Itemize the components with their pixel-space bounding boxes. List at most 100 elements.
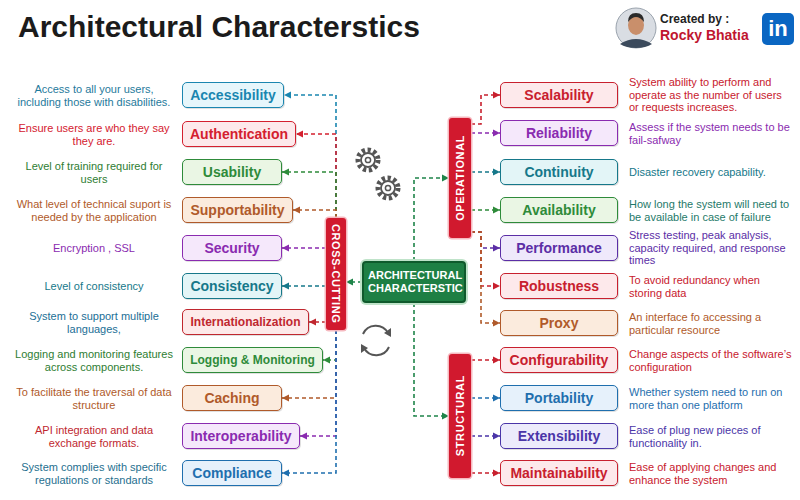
arrow-head — [282, 395, 289, 402]
characteristic-description: Access to all your users, including thos… — [13, 83, 175, 108]
dashed-connector — [414, 303, 449, 420]
characteristic-name: Extensibility — [518, 428, 600, 444]
characteristic-box: PortabilityWhether system need to run on… — [500, 385, 618, 411]
characteristic-description: To avoid redundancy when storing data — [629, 274, 793, 299]
connector-line — [300, 330, 336, 436]
dashed-connector — [471, 232, 500, 327]
characteristic-description: Change aspects of the software’s configu… — [629, 348, 793, 373]
characteristic-box: MaintainabilityEase of applying changes … — [500, 460, 618, 486]
dashed-connector — [471, 207, 500, 214]
characteristic-box: AuthenticationEnsure users are who they … — [182, 121, 296, 147]
characteristic-description: System to support multiple languages, — [13, 310, 175, 335]
characteristic-name: Compliance — [192, 465, 271, 481]
characteristic-description: Level of training required for users — [13, 160, 175, 185]
characteristic-box: ExtensibilityEase of plug new pieces of … — [500, 423, 618, 449]
characteristic-name: Maintainability — [510, 465, 607, 481]
arrow-head — [493, 283, 500, 290]
characteristic-box: RobustnessTo avoid redundancy when stori… — [500, 273, 618, 299]
characteristic-name: Internationalization — [190, 315, 300, 329]
characteristic-box: SecurityEncryption , SSL — [182, 235, 282, 261]
dashed-connector — [296, 131, 336, 219]
arrow-head — [282, 245, 289, 252]
hub-box: ARCHITECTURAL CHARACTERSTIC — [362, 261, 466, 303]
dashed-connector — [471, 130, 500, 137]
characteristic-box: AccessibilityAccess to all your users, i… — [182, 82, 284, 108]
characteristic-name: Continuity — [524, 164, 593, 180]
arrow-head — [493, 92, 500, 99]
connector-line — [323, 330, 336, 360]
credit-label: Created by : — [660, 12, 729, 26]
category-band: STRUCTURAL — [449, 354, 471, 478]
characteristic-name: Interoperability — [190, 428, 291, 444]
characteristic-description: What level of technical suport is needed… — [13, 198, 175, 223]
dashed-connector — [471, 470, 500, 477]
arrow-head — [493, 207, 500, 214]
characteristic-box: ConsistencyLevel of consistency — [182, 273, 282, 299]
arrow-head — [300, 433, 307, 440]
arrow-head — [493, 357, 500, 364]
arrow-head — [493, 395, 500, 402]
dashed-connector — [471, 232, 500, 252]
characteristic-name: Accessibility — [190, 87, 276, 103]
dashed-connector — [293, 207, 336, 219]
category-band: OPERATIONAL — [449, 118, 471, 238]
dashed-connector — [471, 433, 500, 440]
connector-line — [471, 232, 500, 286]
connector-line — [471, 95, 500, 124]
arrow-head — [493, 320, 500, 327]
arrow-head — [493, 470, 500, 477]
characteristic-description: Disaster recovery capability. — [629, 166, 793, 179]
connector-line — [414, 303, 449, 416]
dashed-connector — [471, 232, 500, 290]
characteristic-description: Level of consistency — [13, 280, 175, 293]
page-title: Architectural Characterstics — [18, 10, 420, 44]
characteristic-box: ScalabilitySystem ability to perform and… — [500, 82, 618, 108]
characteristic-description: API integration and data exchange format… — [13, 424, 175, 449]
characteristic-box: UsabilityLevel of training required for … — [182, 159, 282, 185]
characteristic-description: System complies with specific regulation… — [13, 461, 175, 486]
characteristic-box: Logging & MonitoringLogging and monitori… — [182, 347, 323, 373]
dashed-connector — [282, 283, 326, 290]
band-label: OPERATIONAL — [454, 135, 466, 221]
arrow-head — [284, 92, 291, 99]
arrow-head — [293, 207, 300, 214]
characteristic-name: Proxy — [540, 315, 579, 331]
arrow-head — [282, 283, 289, 290]
dashed-connector — [323, 330, 336, 364]
characteristic-box: ComplianceSystem complies with specific … — [182, 460, 282, 486]
connector-line — [414, 178, 449, 261]
arrow-head — [346, 279, 353, 286]
characteristic-name: Availability — [522, 202, 595, 218]
arrow-head — [282, 169, 289, 176]
dashed-connector — [471, 395, 500, 402]
arrow-head — [309, 319, 316, 326]
characteristic-description: Ease of applying changes and enhance the… — [629, 461, 793, 486]
dashed-connector — [471, 357, 500, 364]
characteristic-name: Caching — [204, 390, 259, 406]
characteristic-name: Usability — [203, 164, 261, 180]
characteristic-description: An interface fo accessing a particular r… — [629, 311, 793, 336]
cycle-icon — [361, 326, 391, 355]
category-band: CROSS-CUTTING — [326, 218, 346, 330]
characteristic-description: Assess if the system needs to be fail-sa… — [629, 121, 793, 146]
characteristic-name: Configurability — [510, 352, 609, 368]
characteristic-name: Scalability — [524, 87, 593, 103]
characteristic-name: Reliability — [526, 125, 592, 141]
arrow-head — [282, 470, 289, 477]
characteristic-box: SupportabilityWhat level of technical su… — [182, 197, 293, 223]
characteristic-description: System ability to perform and operate as… — [629, 76, 793, 114]
characteristic-box: InteroperabilityAPI integration and data… — [182, 423, 300, 449]
arrow-head — [493, 169, 500, 176]
characteristic-description: How long the system will need to be avai… — [629, 198, 793, 223]
characteristic-name: Security — [204, 240, 259, 256]
characteristic-box: InternationalizationSystem to support mu… — [182, 309, 309, 335]
characteristic-box: AvailabilityHow long the system will nee… — [500, 197, 618, 223]
arrow-head — [493, 245, 500, 252]
characteristic-name: Supportability — [190, 202, 284, 218]
author-photo — [616, 8, 656, 48]
characteristic-description: Whether system need to run on more than … — [629, 386, 793, 411]
gear-icon — [358, 150, 398, 198]
characteristic-description: Stress testing, peak analysis, capacity … — [629, 229, 793, 267]
connector-line — [471, 232, 500, 323]
